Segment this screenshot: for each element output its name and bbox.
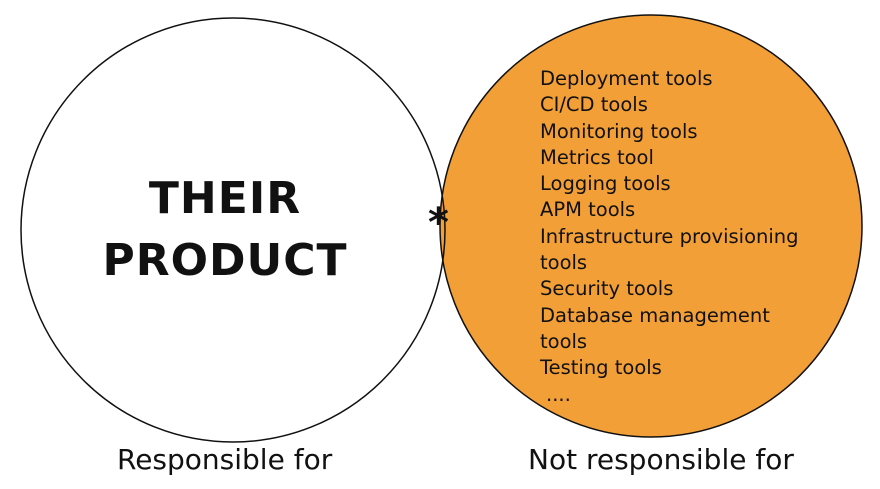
tool-item: Metrics tool <box>540 145 654 169</box>
tool-item: Database management <box>540 303 770 327</box>
not-responsible-caption: Not responsible for <box>528 443 794 476</box>
product-title-line-2: PRODUCT <box>102 235 348 286</box>
tool-item: CI/CD tools <box>540 93 648 117</box>
tool-item: Testing tools <box>540 356 662 380</box>
tool-item: Infrastructure provisioning <box>540 224 799 248</box>
responsible-circle <box>20 17 446 443</box>
tool-item: tools <box>540 251 588 275</box>
not-responsible-circle <box>439 14 863 438</box>
overlap-asterisk: * <box>428 200 449 246</box>
product-title: THEIR PRODUCT <box>80 168 370 292</box>
tool-item: tools <box>540 329 588 353</box>
tool-item: Logging tools <box>540 172 671 196</box>
tool-item: Monitoring tools <box>540 119 698 143</box>
tool-item: Deployment tools <box>540 67 713 90</box>
responsible-caption: Responsible for <box>117 443 333 476</box>
tool-item-ellipsis: .... <box>546 382 571 406</box>
tool-item: APM tools <box>540 198 636 222</box>
tool-item: Security tools <box>540 277 674 301</box>
product-title-line-1: THEIR <box>148 173 302 224</box>
tools-list: Deployment tools CI/CD tools Monitoring … <box>540 66 825 408</box>
